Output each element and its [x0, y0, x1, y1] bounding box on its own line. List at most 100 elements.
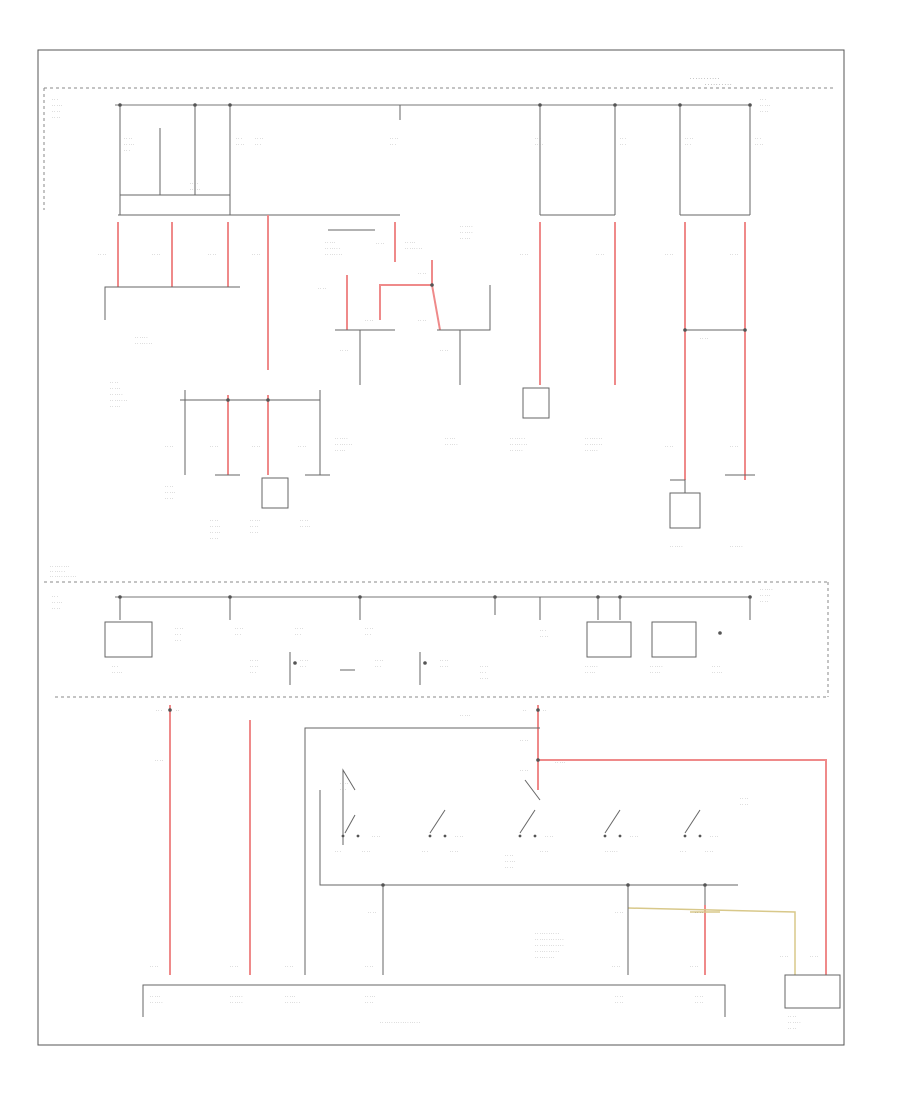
svg-text:· · · ·: · · · · — [788, 1027, 796, 1031]
svg-text:· · · · ·: · · · · · — [325, 241, 335, 245]
svg-text:· · · ·: · · · · — [810, 955, 818, 959]
svg-text:· · · · ·: · · · · · — [112, 671, 122, 675]
svg-text:· · · ·: · · · · — [230, 965, 238, 969]
svg-text:· · ·: · · · — [620, 143, 626, 147]
svg-text:· · ·: · · · — [124, 149, 130, 153]
svg-text:· · · ·: · · · · — [285, 965, 293, 969]
svg-text:· ·: · · — [176, 709, 179, 713]
svg-text:· · · ·: · · · · — [695, 995, 703, 999]
svg-text:· · · ·: · · · · — [740, 803, 748, 807]
relay-box — [651, 621, 697, 658]
upper-fuse-block: · · · · · · · · · · · · · · · · · · · · … — [43, 77, 835, 216]
svg-text:· · · · · · ·: · · · · · · · — [50, 570, 65, 574]
svg-text:· · · ·: · · · · — [295, 627, 303, 631]
svg-text:· · · ·: · · · · — [390, 137, 398, 141]
svg-text:· · · ·: · · · · — [695, 911, 703, 915]
svg-text:· · · · ·: · · · · · — [365, 995, 375, 999]
svg-text:· · · ·: · · · · — [298, 445, 306, 449]
svg-text:· · · · · ·: · · · · · · — [445, 443, 458, 447]
svg-text:· · · · · · ·: · · · · · · · — [325, 247, 340, 251]
svg-text:· · · ·: · · · · — [190, 182, 198, 186]
svg-text:· · · ·: · · · · — [340, 349, 348, 353]
svg-text:· · ·: · · · — [422, 850, 428, 854]
svg-text:· · · ·: · · · · — [685, 137, 693, 141]
svg-text:· · · · · ·: · · · · · · — [670, 545, 683, 549]
svg-text:· · · ·: · · · · — [52, 607, 60, 611]
svg-text:· · · ·: · · · · — [596, 253, 604, 257]
svg-text:· · · ·: · · · · — [52, 110, 60, 114]
component-box — [669, 492, 701, 529]
svg-text:· · · ·: · · · · — [340, 782, 348, 786]
svg-text:· · · · ·: · · · · · — [52, 601, 62, 605]
svg-text:· · · · ·: · · · · · — [650, 671, 660, 675]
svg-text:· · · ·: · · · · — [365, 965, 373, 969]
svg-text:· · ·: · · · — [52, 595, 58, 599]
svg-text:· · · · · · · · ·: · · · · · · · · · — [535, 956, 554, 960]
svg-text:· · · ·: · · · · — [152, 253, 160, 257]
svg-text:· · · ·: · · · · — [365, 1001, 373, 1005]
svg-text:· · · ·: · · · · — [535, 143, 543, 147]
svg-text:· · · ·: · · · · — [730, 445, 738, 449]
component-box — [261, 477, 289, 509]
svg-text:· · · · · ·: · · · · · · — [110, 393, 123, 397]
svg-text:· · · ·: · · · · — [788, 1015, 796, 1019]
svg-text:· · ·: · · · — [175, 633, 181, 637]
svg-text:· · · · · · · · · · ·: · · · · · · · · · · · — [690, 77, 719, 82]
svg-text:· · ·: · · · — [535, 137, 541, 141]
svg-text:· · · ·: · · · · — [520, 769, 528, 773]
svg-text:· · · · · · · ·: · · · · · · · · — [510, 443, 527, 447]
svg-text:· · · · · · · ·: · · · · · · · · — [325, 253, 342, 257]
svg-text:· · · · · · · · · · · ·: · · · · · · · · · · · · — [50, 575, 76, 579]
svg-text:· · · ·: · · · · — [710, 835, 718, 839]
svg-text:· · ·: · · · — [175, 639, 181, 643]
svg-text:· · · · ·: · · · · · — [585, 671, 595, 675]
svg-text:· · ·: · · · — [540, 629, 546, 633]
svg-text:· · · · ·: · · · · · — [300, 525, 310, 529]
svg-text:· · · ·: · · · · — [318, 287, 326, 291]
svg-text:· · · ·: · · · · — [505, 854, 513, 858]
svg-text:· · ·: · · · — [235, 633, 241, 637]
svg-text:· · · ·: · · · · — [252, 445, 260, 449]
svg-text:· · · ·: · · · · — [540, 635, 548, 639]
svg-text:· · · · ·: · · · · · — [505, 860, 515, 864]
svg-text:· · ·: · · · — [255, 143, 261, 147]
svg-text:· · ·: · · · — [340, 788, 346, 792]
svg-text:· · · ·: · · · · — [665, 253, 673, 257]
svg-text:· · · ·: · · · · — [418, 272, 426, 276]
svg-text:· · · · · · · · · · · · ·: · · · · · · · · · · · · · — [535, 944, 564, 948]
outer-frame — [37, 49, 845, 1046]
svg-text:· · · · · ·: · · · · · · — [730, 545, 743, 549]
svg-text:· · · ·: · · · · — [252, 253, 260, 257]
svg-text:· · · ·: · · · · — [110, 381, 118, 385]
svg-text:· · ·: · · · — [112, 665, 118, 669]
svg-text:· · ·: · · · — [685, 143, 691, 147]
svg-text:· · · · · ·: · · · · · · — [460, 231, 473, 235]
svg-text:· · · · · · · ·: · · · · · · · · — [135, 342, 152, 346]
svg-text:· · · ·: · · · · — [165, 445, 173, 449]
svg-text:· · · ·: · · · · — [250, 531, 258, 535]
svg-text:· · · · · ·: · · · · · · — [510, 449, 523, 453]
svg-text:· · · ·: · · · · — [545, 835, 553, 839]
svg-text:· · · · ·: · · · · · — [712, 671, 722, 675]
svg-text:· · · ·: · · · · — [615, 1001, 623, 1005]
svg-text:· · · ·: · · · · — [376, 242, 384, 246]
svg-text:· · · ·: · · · · — [440, 349, 448, 353]
svg-text:· · · · · ·: · · · · · · — [335, 437, 348, 441]
svg-text:· · · · ·: · · · · · — [405, 241, 415, 245]
svg-text:· · · ·: · · · · — [730, 253, 738, 257]
svg-text:· · · ·: · · · · — [98, 253, 106, 257]
svg-text:· · · · · · · ·: · · · · · · · · — [585, 437, 602, 441]
svg-text:· · · ·: · · · · — [235, 627, 243, 631]
relay-box — [104, 621, 153, 658]
svg-text:· · · ·: · · · · — [372, 835, 380, 839]
svg-text:· · · ·: · · · · — [236, 143, 244, 147]
svg-text:· · ·: · · · — [365, 633, 371, 637]
svg-text:· · · ·: · · · · — [505, 866, 513, 870]
svg-text:· · · ·: · · · · — [695, 1001, 703, 1005]
svg-text:· · ·: · · · — [390, 143, 396, 147]
svg-text:· · · ·: · · · · — [755, 143, 763, 147]
component-box — [784, 974, 841, 1009]
svg-text:· · · ·: · · · · — [300, 659, 308, 663]
svg-text:· · · ·: · · · · — [665, 445, 673, 449]
